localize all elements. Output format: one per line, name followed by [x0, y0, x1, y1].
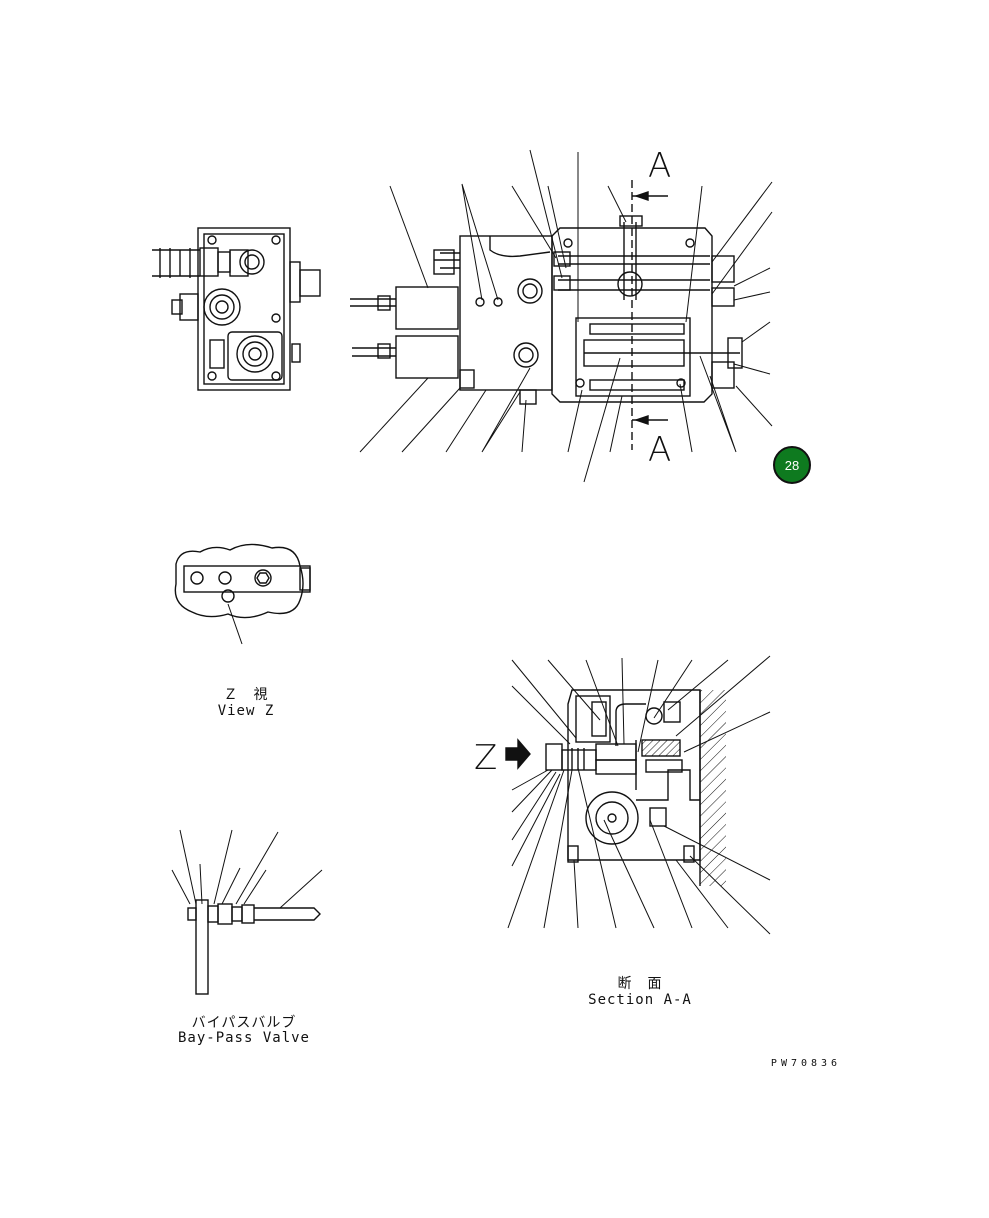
drawing-number: PW70836 — [770, 1058, 842, 1069]
leader-lines-section — [507, 655, 771, 935]
section-caption-en: Section A-A — [588, 992, 692, 1008]
page-number-badge: 28 — [773, 446, 811, 484]
bypass-valve-drawing — [171, 829, 323, 995]
section-aa-drawing — [505, 689, 726, 886]
bypass-caption-jp: バイパスバルブ — [191, 1015, 297, 1031]
section-caption-jp: 断 面 — [617, 976, 663, 992]
view-z-caption-en: View Z — [217, 703, 275, 719]
front-view-drawing — [350, 180, 743, 450]
section-letter-bottom: A — [648, 430, 672, 470]
side-view-drawing — [152, 227, 321, 391]
section-letter-top: A — [648, 146, 672, 186]
view-z-caption-jp: Ｚ 視 — [223, 687, 269, 703]
view-z-drawing — [174, 543, 311, 645]
bypass-caption-en: Bay-Pass Valve — [177, 1030, 310, 1046]
leader-lines-top — [359, 149, 773, 483]
view-z-letter: Z — [474, 738, 498, 778]
